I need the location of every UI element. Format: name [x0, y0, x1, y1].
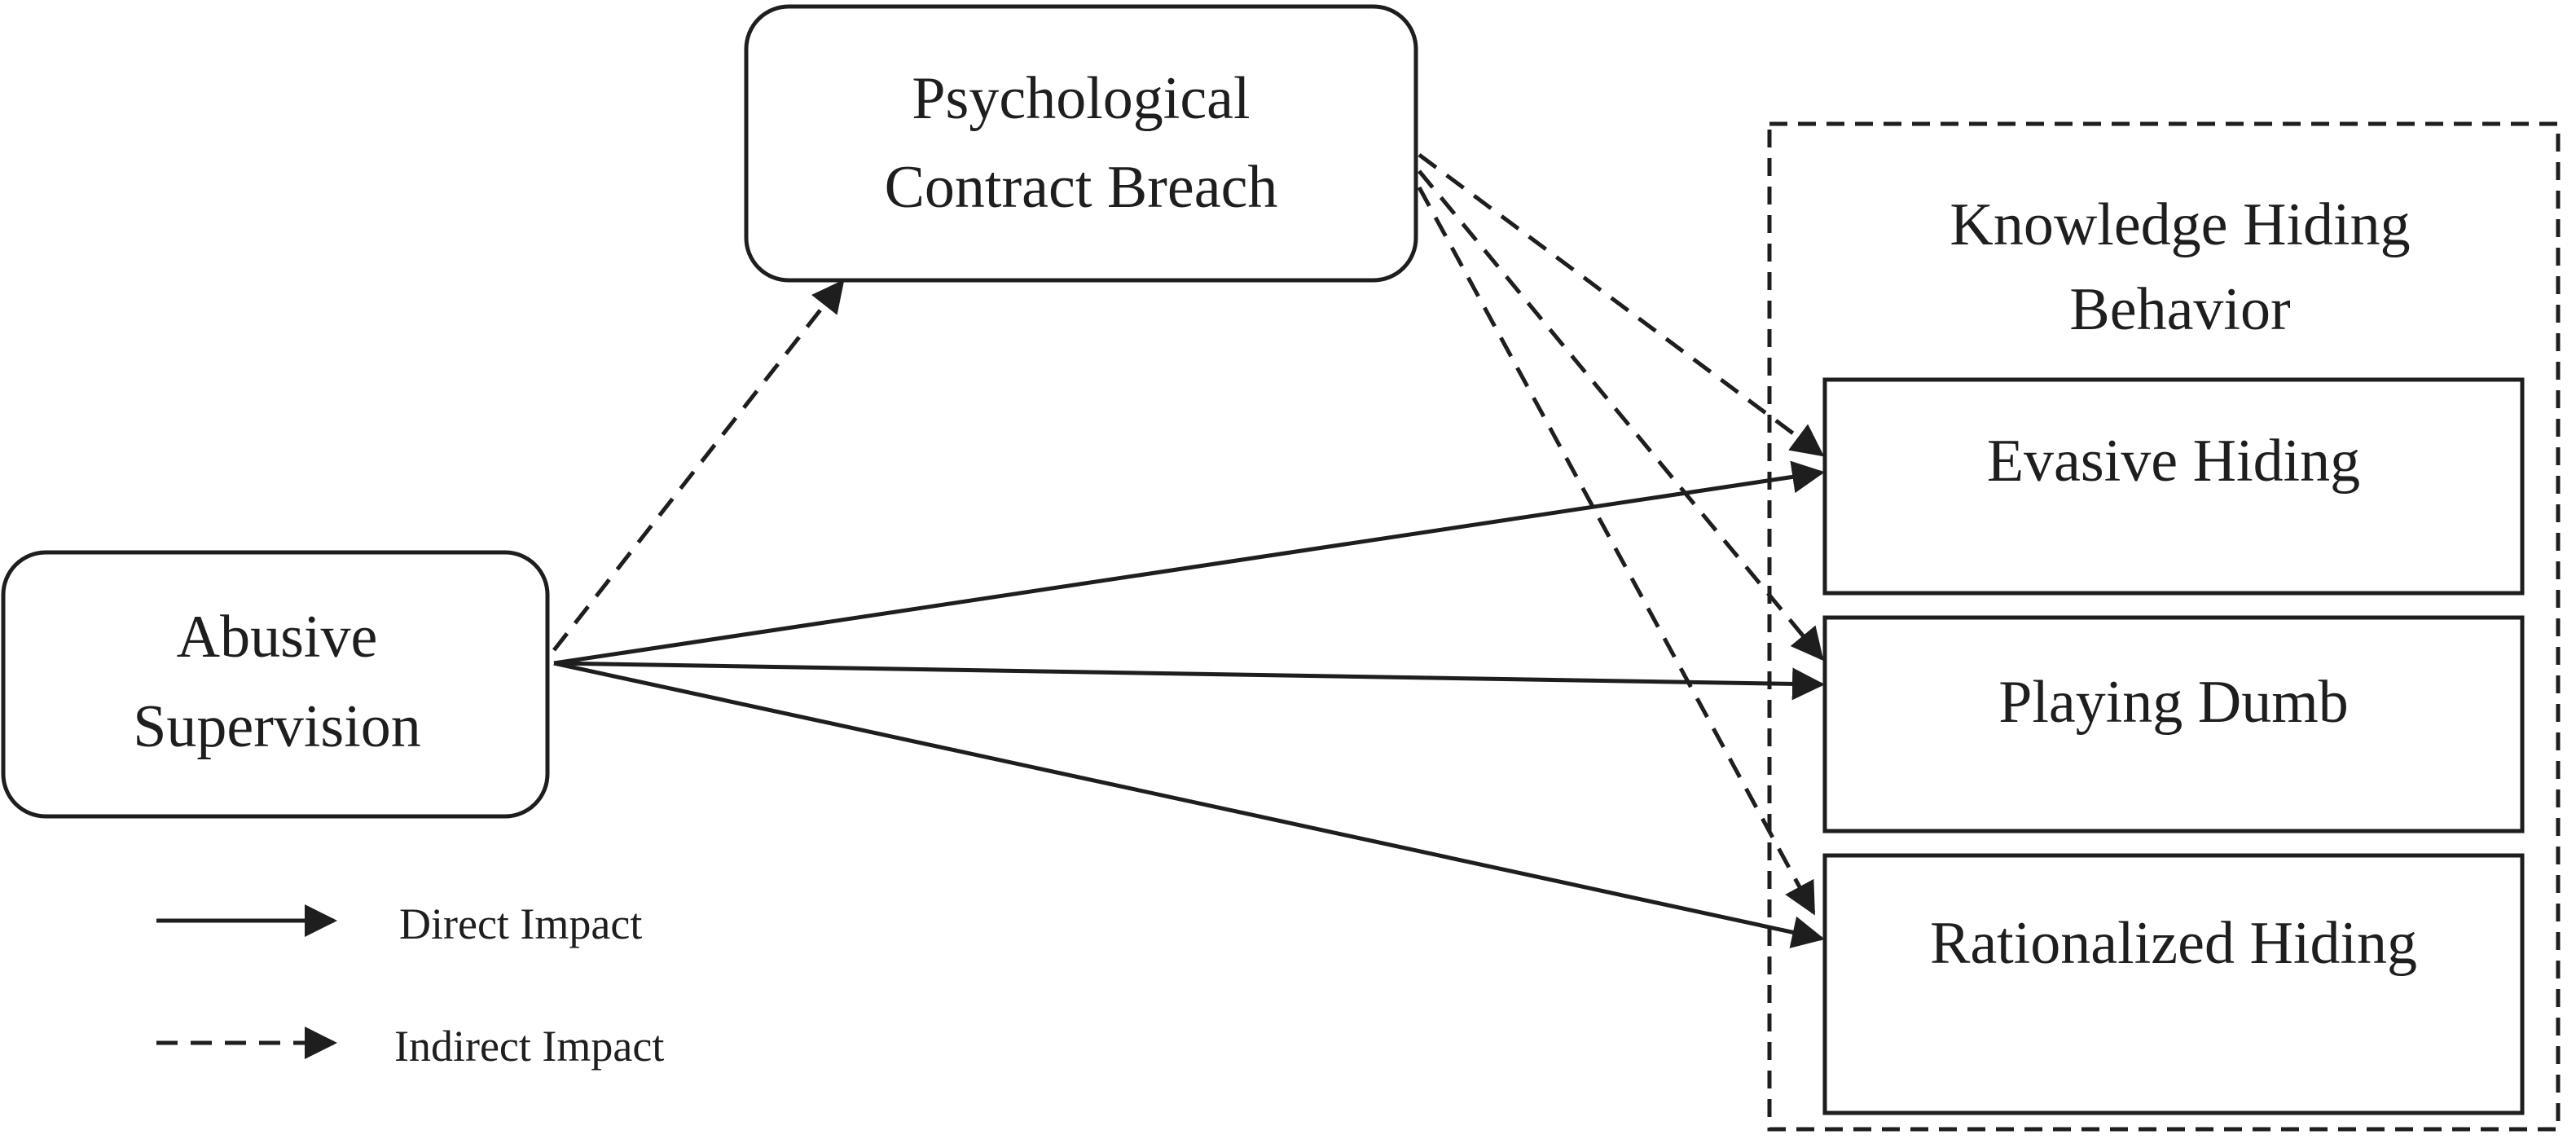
rationalized-hiding-label: Rationalized Hiding [1930, 910, 2417, 977]
legend-direct-label: Direct Impact [399, 899, 642, 948]
edge-breach-to-rationalized [1417, 186, 1816, 916]
edge-abusive-to-evasive [553, 460, 1825, 666]
psychological-contract-breach-line-1: Psychological [912, 65, 1250, 132]
legend-indirect-label: Indirect Impact [394, 1022, 664, 1071]
edge-breach-to-evasive [1418, 152, 1825, 457]
edge-abusive-to-breach [552, 279, 845, 652]
knowledge-hiding-title-line-1: Knowledge Hiding [1950, 191, 2410, 258]
node-abusive-supervision: Abusive Supervision [1, 550, 550, 819]
knowledge-hiding-group-frame [1767, 121, 2561, 1132]
node-psychological-contract-breach: Psychological Contract Breach [744, 4, 1418, 283]
psychological-contract-breach-line-2: Contract Breach [885, 154, 1278, 221]
edge-abusive-to-rationalized [553, 661, 1825, 948]
edge-abusive-to-playing-dumb [553, 661, 1825, 701]
legend: Direct Impact Indirect Impact [156, 899, 664, 1071]
playing-dumb-label: Playing Dumb [1998, 669, 2349, 736]
evasive-hiding-label: Evasive Hiding [1987, 428, 2360, 495]
edge-breach-to-playing-dumb [1418, 169, 1824, 662]
node-playing-dumb: Playing Dumb [1822, 615, 2525, 833]
abusive-supervision-line-2: Supervision [133, 693, 421, 760]
knowledge-hiding-title-line-2: Behavior [2069, 276, 2290, 343]
node-evasive-hiding: Evasive Hiding [1822, 377, 2525, 596]
abusive-supervision-line-1: Abusive [177, 604, 378, 671]
node-rationalized-hiding: Rationalized Hiding [1822, 853, 2525, 1115]
